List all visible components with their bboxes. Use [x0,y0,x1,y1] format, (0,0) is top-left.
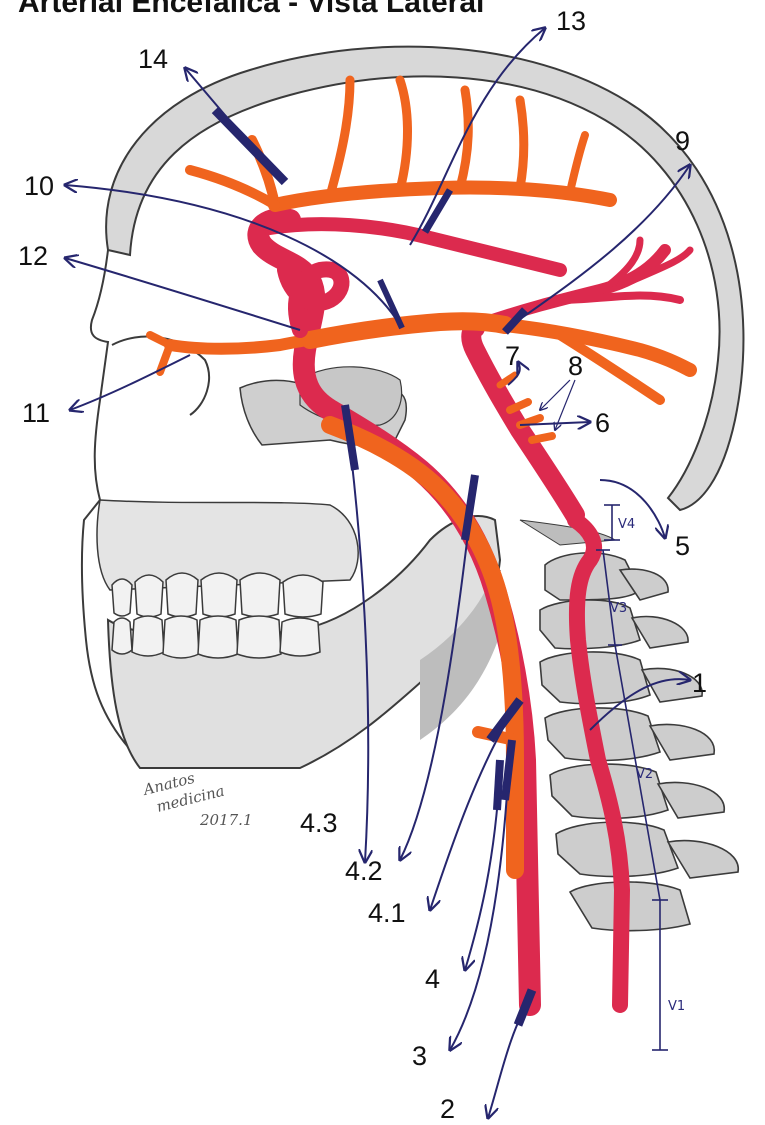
label-11: 11 [22,398,50,428]
segment-v4: V4 [618,517,635,532]
label-8: 8 [568,351,583,381]
label-1: 1 [692,668,707,698]
label-4-3: 4.3 [300,808,338,838]
skull [82,47,744,768]
label-13: 13 [556,6,586,36]
label-4: 4 [425,964,440,994]
label-4-1: 4.1 [368,898,406,928]
label-14: 14 [138,44,168,74]
label-9: 9 [675,126,690,156]
signature-line3: 2017.1 [199,811,253,829]
segment-v2: V2 [636,767,653,782]
pericallosal-artery [270,224,560,270]
signature: Anatos medicina 2017.1 [140,769,253,829]
pointer-11 [70,355,190,410]
label-2: 2 [440,1094,455,1124]
label-7: 7 [505,341,520,371]
segment-v1: V1 [668,999,685,1014]
label-10: 10 [24,171,54,201]
cranial-vault [106,47,743,510]
label-6: 6 [595,408,610,438]
segment-v3: V3 [610,601,627,616]
label-5: 5 [675,531,690,561]
label-3: 3 [412,1041,427,1071]
label-12: 12 [18,241,48,271]
pointer-8a [540,380,570,410]
teeth [112,573,323,658]
label-4-2: 4.2 [345,856,383,886]
